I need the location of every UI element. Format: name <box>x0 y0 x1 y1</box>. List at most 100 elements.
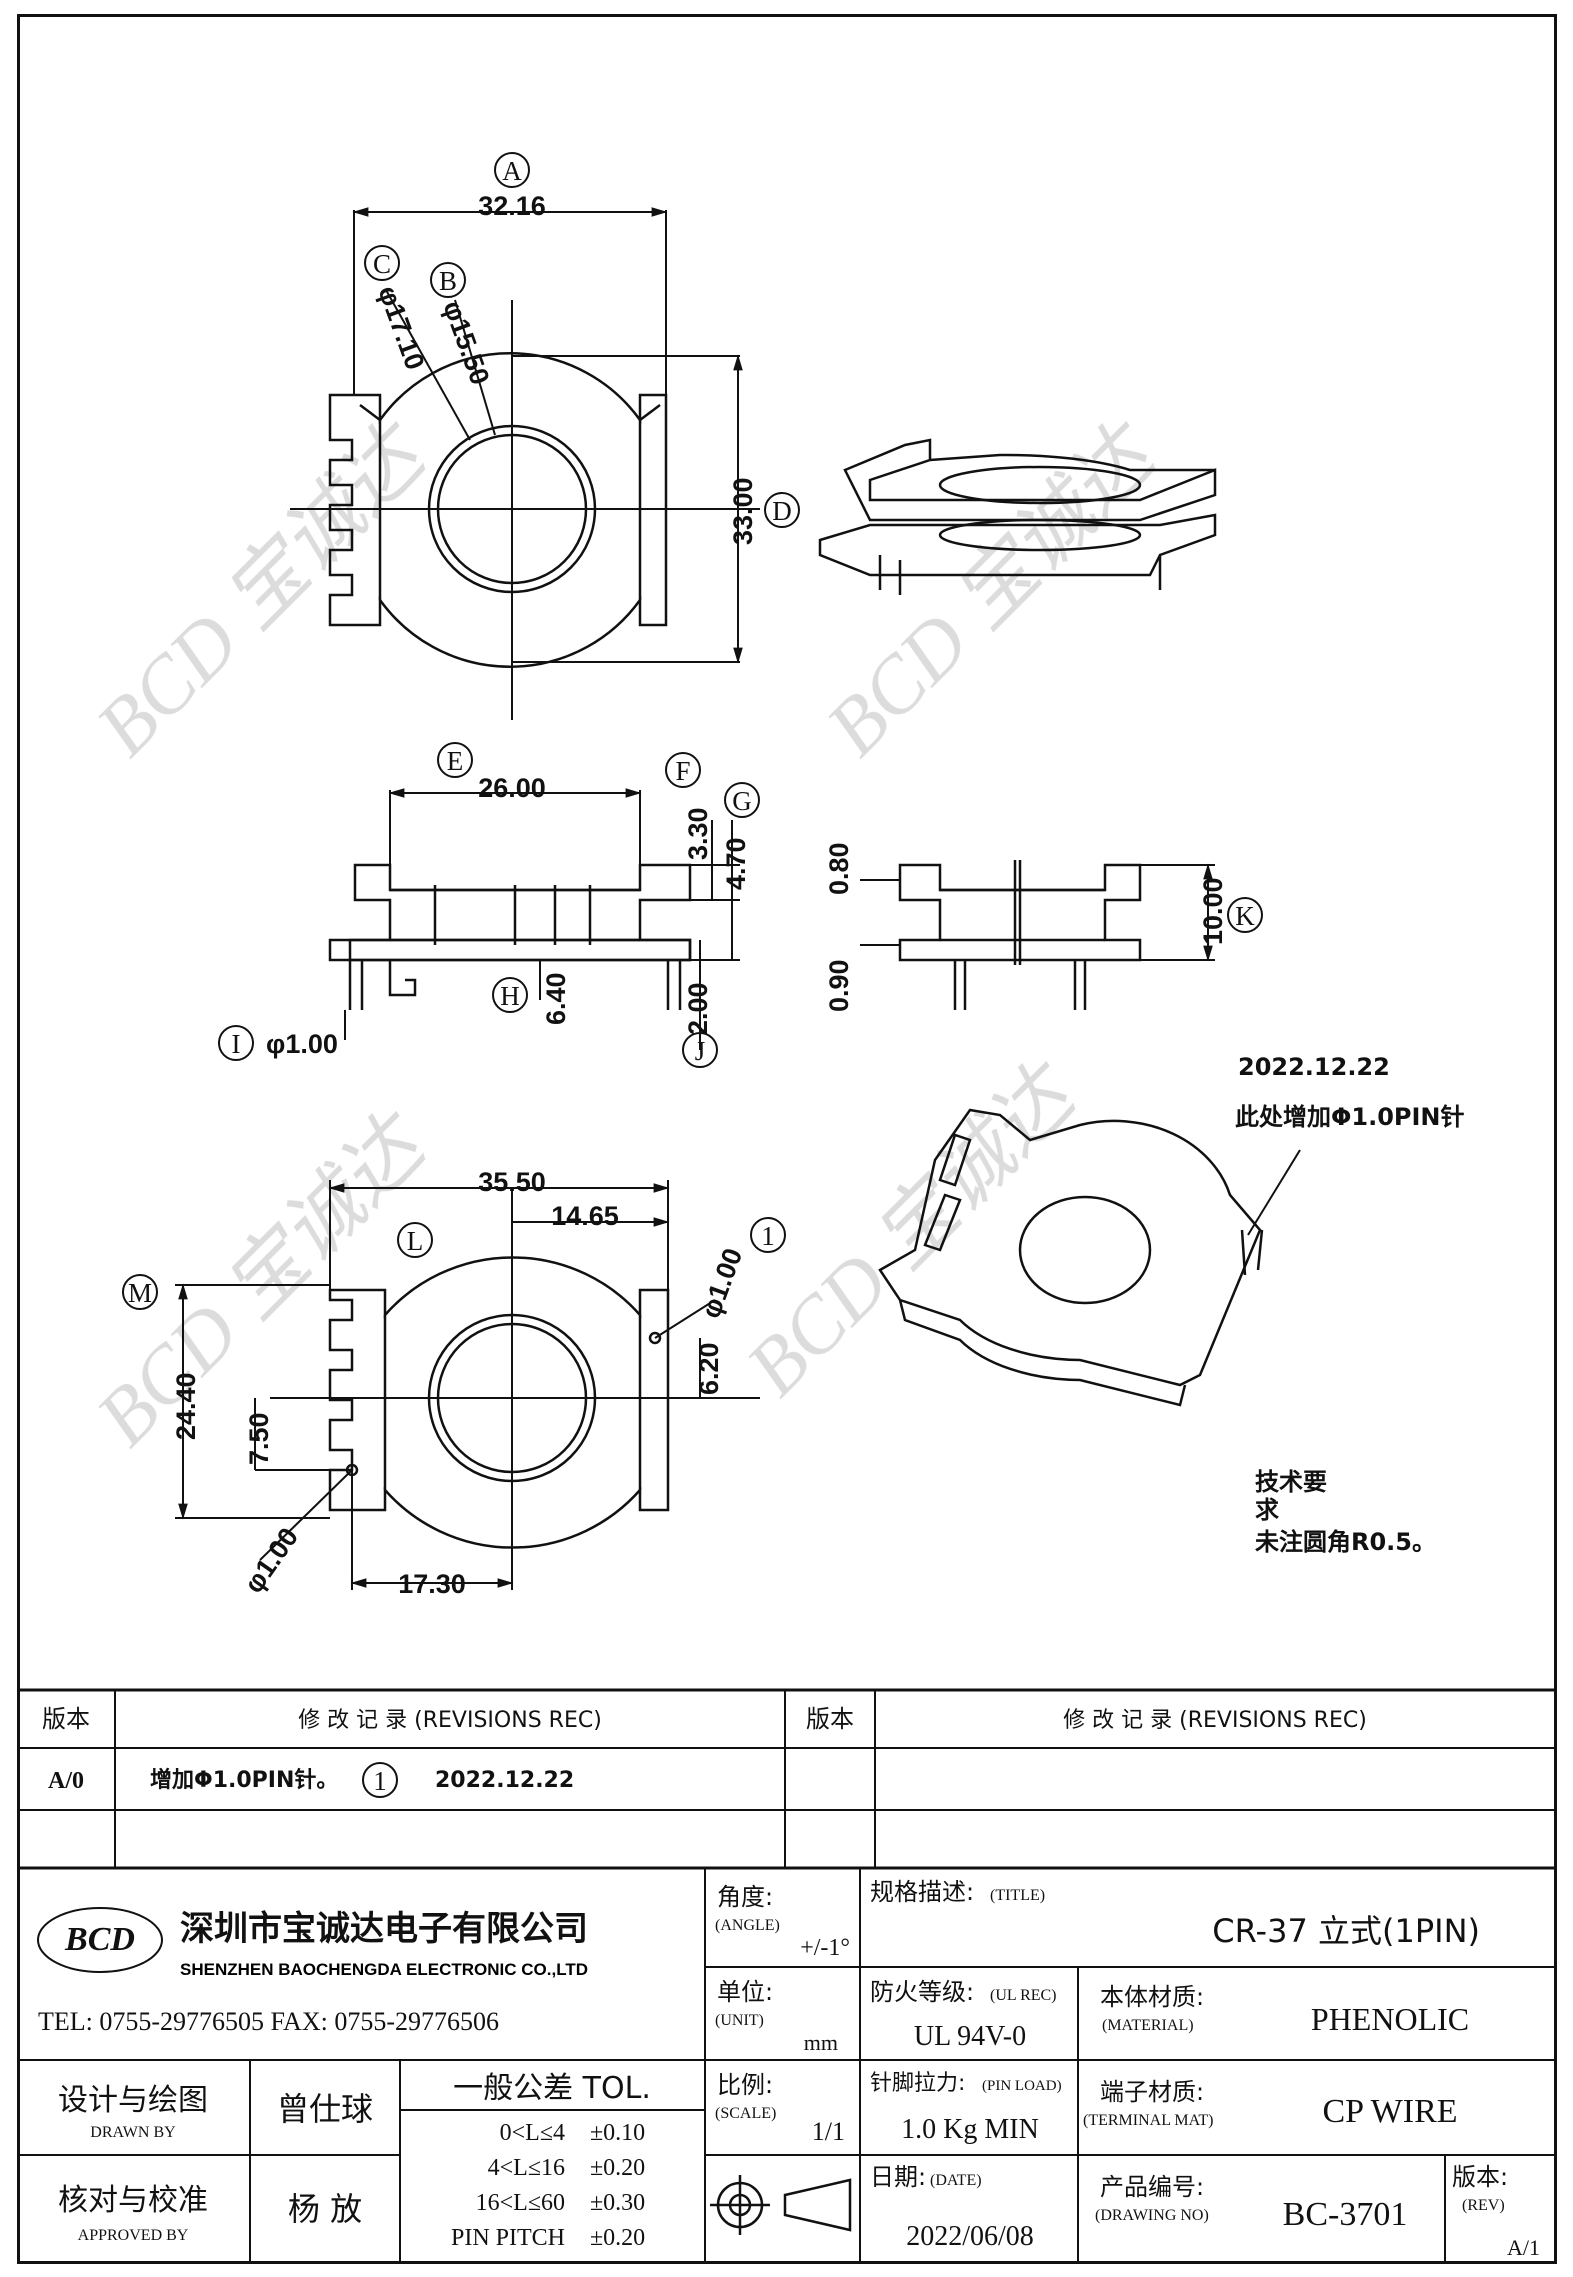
tol-value-2: ±0.30 <box>590 2190 645 2216</box>
dim-l-partial: 14.65 <box>551 1201 619 1231</box>
dim-pin-dia-right: φ1.00 <box>695 1244 748 1322</box>
dim-b-dia: φ15.50 <box>437 297 495 389</box>
rev-row-desc: 增加Φ1.0PIN针。 <box>150 1767 338 1793</box>
scale-label-en: (SCALE) <box>715 2105 776 2122</box>
drawing-no-label-en: (DRAWING NO) <box>1095 2207 1209 2224</box>
pin-load-label-en: (PIN LOAD) <box>982 2078 1062 2094</box>
revision-note: 此处增加Φ1.0PIN针 <box>1235 1103 1465 1131</box>
top-view <box>290 207 760 720</box>
rev-label: 版本: <box>1452 2163 1508 2191</box>
drawing-frame <box>17 14 1557 2264</box>
tol-value-1: ±0.20 <box>590 2155 645 2181</box>
callout-b: B <box>439 266 457 296</box>
ul-value: UL 94V-0 <box>914 2021 1026 2052</box>
svg-text:BCD: BCD <box>64 1921 135 1958</box>
callout-j: J <box>695 1036 706 1066</box>
dim-k-height: 10.00 <box>1198 877 1228 945</box>
drawing-no-label: 产品编号: <box>1100 2173 1204 2201</box>
ul-label-en: (UL REC) <box>990 1987 1057 2004</box>
date-label: 日期: <box>870 2163 926 2191</box>
date-label-en: (DATE) <box>930 2172 982 2189</box>
tolerance-header: 一般公差 TOL. <box>453 2071 651 2106</box>
approver-name: 杨 放 <box>288 2190 362 2228</box>
side-view-labels: 0.80 0.90 10.00 K <box>824 842 1263 1012</box>
material-label-en: (MATERIAL) <box>1102 2017 1194 2034</box>
dim-d-height: 33.00 <box>728 477 758 545</box>
dim-m-height: 24.40 <box>171 1372 201 1440</box>
dim-f-height: 3.30 <box>683 807 713 860</box>
scale-value: 1/1 <box>812 2117 845 2146</box>
dim-top-offset: 0.80 <box>824 842 854 895</box>
dim-g-height: 4.70 <box>721 837 751 890</box>
material-label: 本体材质: <box>1100 1983 1204 2011</box>
unit-label-en: (UNIT) <box>715 2012 764 2029</box>
callout-l: L <box>407 1226 424 1256</box>
revisions-table <box>17 1688 1557 1870</box>
isometric-notes: 2022.12.22 此处增加Φ1.0PIN针 技术要 求 未注圆角R0.5。 <box>1235 1053 1465 1556</box>
revision-date-note: 2022.12.22 <box>1238 1053 1390 1081</box>
dim-a-width: 32.16 <box>478 191 546 221</box>
designer-label-en: DRAWN BY <box>90 2124 176 2141</box>
callout-m: M <box>128 1278 152 1308</box>
callout-a: A <box>502 156 522 186</box>
rev-label-en: (REV) <box>1462 2197 1505 2214</box>
tech-req-line-3: 未注圆角R0.5。 <box>1255 1528 1436 1556</box>
title-label-en: (TITLE) <box>990 1887 1045 1904</box>
scale-label: 比例: <box>717 2071 773 2099</box>
rev-record-header-right: 修 改 记 录 (REVISIONS REC) <box>1063 1708 1367 1733</box>
rev-row-version: A/0 <box>48 1768 84 1794</box>
callout-g: G <box>732 786 752 816</box>
dim-j-height: 2.00 <box>683 982 713 1035</box>
designer-name: 曾仕球 <box>277 2090 373 2128</box>
terminal-label-en: (TERMINAL MAT) <box>1083 2112 1214 2129</box>
rev-version-header-left: 版本 <box>42 1705 90 1733</box>
dim-pin-offset-right: 6.20 <box>694 1342 724 1395</box>
approver-label-en: APPROVED BY <box>78 2227 189 2244</box>
rev-row-date: 2022.12.22 <box>435 1768 574 1793</box>
terminal-label: 端子材质: <box>1100 2078 1204 2106</box>
dim-e-width: 26.00 <box>478 773 546 803</box>
projection-symbol-icon <box>710 2175 852 2235</box>
pin-load-label: 针脚拉力: <box>870 2071 965 2096</box>
angle-value: +/-1° <box>800 1935 850 1961</box>
unit-label: 单位: <box>717 1978 773 2006</box>
front-view <box>328 788 740 1050</box>
tech-req-line-1: 技术要 <box>1255 1468 1327 1496</box>
callout-one: 1 <box>761 1221 775 1251</box>
callout-d: D <box>772 496 792 526</box>
tech-req-line-2: 求 <box>1255 1496 1279 1524</box>
rev-version-header-right: 版本 <box>806 1705 854 1733</box>
approver-label: 核对与校准 <box>58 2183 208 2218</box>
callout-e: E <box>447 746 464 776</box>
bottom-view <box>175 1180 760 1590</box>
callout-h: H <box>500 981 520 1011</box>
tol-range-0: 0<L≤4 <box>500 2120 565 2146</box>
title-value: CR-37 立式(1PIN) <box>1212 1912 1480 1950</box>
callout-f: F <box>675 756 690 786</box>
front-view-labels: E 26.00 F G 3.30 4.70 H 6.40 2.00 J I φ1… <box>218 742 760 1068</box>
tol-range-3: PIN PITCH <box>451 2225 565 2251</box>
designer-label: 设计与绘图 <box>58 2083 208 2118</box>
dim-h-height: 6.40 <box>541 972 571 1025</box>
isometric-view-top <box>818 438 1217 595</box>
drawing-no-value: BC-3701 <box>1283 2196 1408 2233</box>
title-block-text: BCD 深圳市宝诚达电子有限公司 SHENZHEN BAOCHENGDA ELE… <box>37 1878 1540 2260</box>
company-name-cn: 深圳市宝诚达电子有限公司 <box>180 1909 588 1949</box>
callout-i: I <box>232 1029 241 1059</box>
dim-bottom-offset: 0.90 <box>824 959 854 1012</box>
company-name-en: SHENZHEN BAOCHENGDA ELECTRONIC CO.,LTD <box>180 1960 588 1979</box>
rev-value: A/1 <box>1507 2235 1540 2260</box>
title-block-grid <box>17 1868 1557 2264</box>
rev-record-header-left: 修 改 记 录 (REVISIONS REC) <box>298 1708 602 1733</box>
dim-bottom-width: 17.30 <box>398 1569 466 1599</box>
angle-label: 角度: <box>717 1883 773 1911</box>
company-contact: TEL: 0755-29776505 FAX: 0755-29776506 <box>38 2007 499 2036</box>
material-value: PHENOLIC <box>1311 2001 1469 2037</box>
dim-pin-dia-left: φ1.00 <box>238 1522 304 1598</box>
date-value: 2022/06/08 <box>906 2221 1034 2252</box>
ul-label: 防火等级: <box>870 1978 974 2006</box>
tol-range-1: 4<L≤16 <box>488 2155 565 2181</box>
company-logo: BCD <box>37 1907 163 1973</box>
tol-range-2: 16<L≤60 <box>476 2190 565 2216</box>
